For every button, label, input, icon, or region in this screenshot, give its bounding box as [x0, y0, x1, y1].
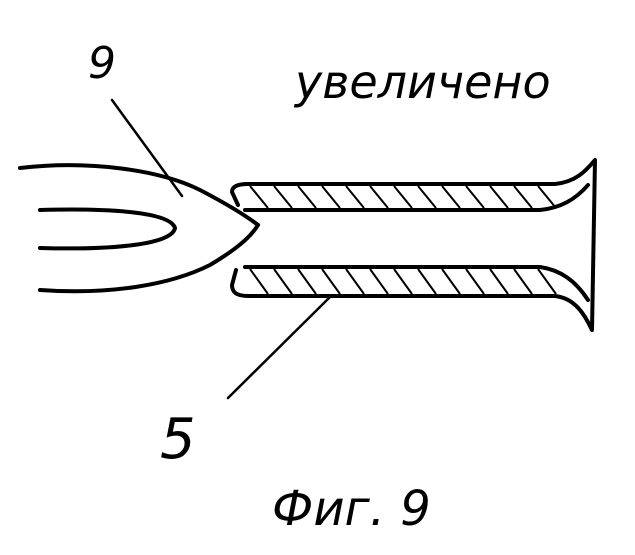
hatch-line: [537, 268, 557, 295]
label-part-9: 9: [88, 38, 116, 89]
hatch-line: [537, 185, 557, 209]
hatch-line: [465, 268, 485, 295]
tube-bottom-inner: [243, 265, 590, 302]
hatch-line: [393, 268, 413, 295]
hatch-line: [393, 185, 413, 209]
hatch-line: [321, 185, 341, 209]
hatch-line: [369, 185, 389, 209]
tube-top-inner: [243, 183, 590, 212]
hatch-line: [297, 268, 317, 295]
hatch-line: [249, 185, 269, 209]
hatch-line: [513, 268, 533, 295]
hatch-line: [417, 185, 437, 209]
fork-inner-slot: [38, 207, 177, 251]
label-part-5: 5: [160, 407, 196, 472]
tube-hatching: [249, 185, 557, 295]
tube-top-wall: [230, 158, 597, 332]
hatch-line: [417, 268, 437, 295]
hatch-line: [513, 185, 533, 209]
hatch-line: [273, 185, 293, 209]
magnified-note: увеличено: [293, 55, 551, 109]
hatch-line: [345, 268, 365, 295]
fork-outer-top: [18, 163, 260, 227]
leader-line-9: [110, 98, 184, 198]
hatch-line: [345, 185, 365, 209]
hatch-line: [297, 185, 317, 209]
hatch-line: [441, 185, 461, 209]
leader-line-5: [226, 295, 332, 400]
hatch-line: [273, 268, 293, 295]
hatch-line: [489, 185, 509, 209]
hatch-line: [321, 268, 341, 295]
hatch-line: [489, 268, 509, 295]
fork-outer-bottom: [38, 223, 260, 294]
hatch-line: [369, 268, 389, 295]
hatch-line: [249, 268, 269, 295]
figure-caption: Фиг. 9: [272, 481, 431, 537]
hatch-line: [465, 185, 485, 209]
hatch-line: [441, 268, 461, 295]
